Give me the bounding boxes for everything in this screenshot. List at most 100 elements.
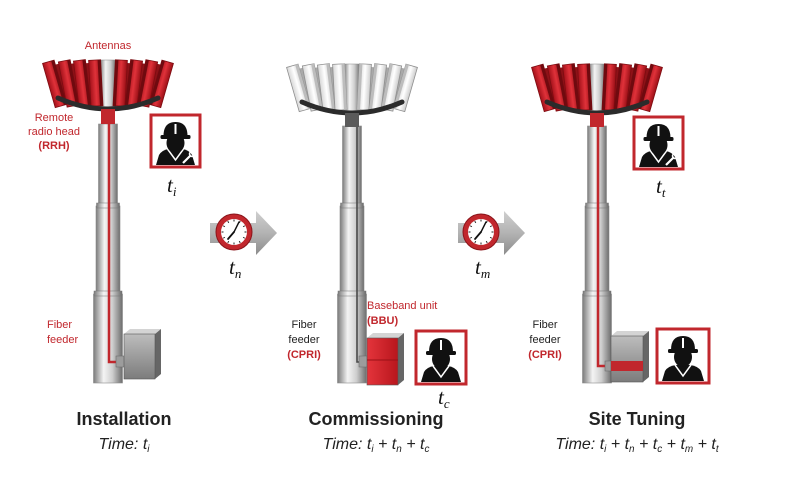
clock-tick <box>474 240 477 244</box>
time-operator: + <box>634 436 653 453</box>
time-term-base: t <box>624 436 630 453</box>
antenna-panel-side <box>614 63 623 110</box>
time-operator: + <box>373 436 392 453</box>
time-prefix: Time: <box>555 436 600 453</box>
clock-icon <box>215 213 253 251</box>
antenna-panel <box>332 63 348 111</box>
time-marker-sub: n <box>234 265 242 281</box>
clock-tick <box>227 220 230 224</box>
equipment-cabinet-side <box>155 329 161 379</box>
baseband-card-active <box>611 361 643 371</box>
antenna-panel-side <box>137 59 149 106</box>
time-term-sub: c <box>424 443 430 455</box>
antenna-panel <box>531 63 557 113</box>
time-term-sub: n <box>629 443 635 455</box>
bbu-label: Baseband unit (BBU) <box>367 299 437 329</box>
remote-radio-head <box>590 113 604 127</box>
time-operator: + <box>401 436 420 453</box>
fiber-label-line: feeder <box>529 334 561 346</box>
time-prefix: Time: <box>98 436 143 453</box>
antenna-panel-side <box>295 64 311 110</box>
time-marker-installation: ti <box>167 173 177 199</box>
antenna-panel-side <box>341 63 347 110</box>
antenna-panel-side <box>586 63 592 110</box>
clock-minute-hand <box>233 221 240 233</box>
antenna-panel <box>613 63 633 112</box>
time-marker-commissioning: tc <box>438 385 450 410</box>
clock-tick <box>489 236 493 239</box>
fiber-label-cpri: (CPRI) <box>287 349 321 361</box>
worker-icons <box>149 113 711 386</box>
time-operator: + <box>606 436 625 453</box>
antenna-panel-side <box>638 64 654 110</box>
time-term-base: t <box>680 436 685 453</box>
fiber-label-cpri: (CPRI) <box>528 349 562 361</box>
fiber-label-line: Fiber <box>291 319 317 331</box>
time-marker-sub: i <box>172 183 177 199</box>
time-prefix: Time: <box>322 436 367 453</box>
antenna-bracket <box>544 99 650 116</box>
time-marker-transit-2: tm <box>475 255 491 281</box>
antenna-panel-side <box>311 63 323 110</box>
fiber-feeder-label-commissioning: Fiber feeder (CPRI) <box>275 318 333 363</box>
antenna-panel <box>112 59 128 107</box>
time-term-sub: i <box>147 443 150 455</box>
antenna-panel <box>88 59 104 107</box>
clock-tick <box>485 240 488 244</box>
time-term-base: t <box>652 436 658 453</box>
clock-tick <box>469 225 473 228</box>
time-term-sub: c <box>657 443 663 455</box>
antennas-label: Antennas <box>84 40 132 52</box>
antenna-panel <box>392 63 418 113</box>
worker-body <box>421 366 461 382</box>
worker-hardhat-brim <box>426 351 456 355</box>
time-marker-base: t <box>167 173 173 197</box>
time-marker-sub: m <box>480 265 491 281</box>
worker-hardhat-icon <box>655 327 711 385</box>
clock-hour-hand <box>227 231 235 240</box>
worker-hardhat-icon <box>149 113 202 169</box>
tower-pole <box>337 125 367 384</box>
stage-time-installation: Time: ti <box>24 435 224 455</box>
stage-title-site-tuning: Site Tuning <box>588 409 686 429</box>
rrh-label-line: radio head <box>28 126 80 138</box>
equipment-cabinet-front <box>123 333 156 380</box>
wrench-head <box>188 150 196 158</box>
time-marker-base: t <box>438 385 444 409</box>
antenna-panel-side <box>602 63 608 110</box>
worker-collar <box>649 150 668 164</box>
worker-collar <box>166 148 185 162</box>
fiber-feeder-label-installation: Fiber feeder <box>47 318 78 348</box>
antenna-panel-side <box>125 59 134 106</box>
fiber-label-line: Fiber <box>532 319 558 331</box>
clock-hour-hand <box>474 231 482 240</box>
clock-tick <box>242 225 246 228</box>
worker-collar <box>674 364 692 378</box>
time-marker-base: t <box>475 255 481 279</box>
rrh-label: Remote radio head (RRH) <box>18 111 90 153</box>
fiber-label-line: feeder <box>47 334 79 346</box>
antenna-panel-side <box>381 63 393 110</box>
time-term-base: t <box>711 436 716 453</box>
time-term-base: t <box>142 436 148 453</box>
antenna-panel-side <box>571 63 580 110</box>
equipment-cabinet-top <box>124 329 161 334</box>
time-term-sub: i <box>371 443 374 455</box>
stage-time-commissioning: Time: ti + tn + tc <box>246 435 506 455</box>
rrh-label-abbrev: (RRH) <box>38 140 70 152</box>
time-marker-base: t <box>229 255 235 279</box>
clock-tick <box>474 220 477 224</box>
worker-hardhat-icon <box>632 115 685 171</box>
antenna-panel-side <box>51 60 67 106</box>
cable-connector <box>358 355 369 368</box>
antenna-panel <box>301 63 324 112</box>
worker-hardhat-brim <box>643 137 674 141</box>
stage-time-site-tuning: Time: ti + tn + tc + tm + tt <box>487 435 787 455</box>
antenna-panel-side <box>357 63 363 110</box>
antenna-array <box>286 63 418 116</box>
time-term-base: t <box>391 436 397 453</box>
worker-body <box>662 365 704 381</box>
wrench-icon <box>665 152 679 166</box>
bbu-label-line: Baseband unit <box>367 300 438 312</box>
time-term-base: t <box>366 436 372 453</box>
